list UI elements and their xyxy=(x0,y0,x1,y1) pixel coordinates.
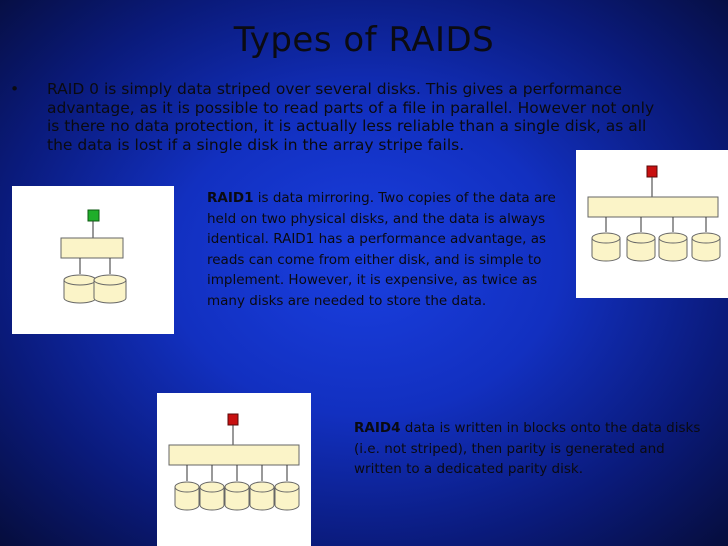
controller-red-icon xyxy=(227,413,239,426)
disk-icon xyxy=(591,232,621,262)
controller-red-icon xyxy=(646,165,658,178)
controller-box xyxy=(587,196,719,218)
raid1-label: RAID1 xyxy=(207,190,254,206)
raid4-text: data is written in blocks onto the data … xyxy=(354,420,701,477)
raid-diagram-panel-left xyxy=(12,186,174,334)
raid4-diagram xyxy=(168,413,300,511)
raid-diagram-panel-right xyxy=(576,150,728,298)
disk-icon xyxy=(93,274,127,304)
disk-icon xyxy=(658,232,688,262)
controller-box xyxy=(168,444,300,466)
disk-icon xyxy=(691,232,721,262)
disk-icon xyxy=(249,481,275,511)
disk-icon xyxy=(274,481,300,511)
raid0-description: RAID 0 is simply data striped over sever… xyxy=(47,80,655,154)
raid1-text: is data mirroring. Two copies of the dat… xyxy=(207,190,556,309)
raid4-description: RAID4 data is written in blocks onto the… xyxy=(354,418,714,480)
bullet-icon: • xyxy=(10,80,20,98)
disk-icon xyxy=(63,274,97,304)
slide-title: Types of RAIDS xyxy=(233,20,495,60)
controller-box xyxy=(60,237,124,259)
controller-green-icon xyxy=(87,209,100,222)
disk-icon xyxy=(174,481,200,511)
raid-diagram-panel-bottom xyxy=(157,393,311,546)
raid4-label: RAID4 xyxy=(354,420,401,436)
disk-icon xyxy=(224,481,250,511)
raid1-diagram xyxy=(587,165,721,262)
raid0-diagram xyxy=(60,209,127,304)
raid1-description: RAID1 is data mirroring. Two copies of t… xyxy=(207,188,563,311)
disk-icon xyxy=(199,481,225,511)
disk-icon xyxy=(626,232,656,262)
